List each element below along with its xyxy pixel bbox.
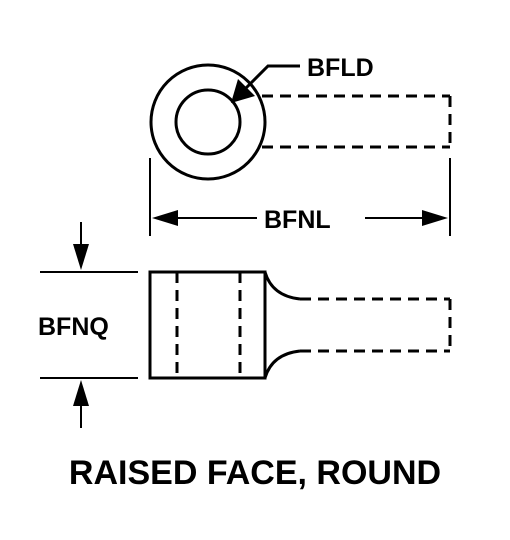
neck-fillet-bottom xyxy=(263,349,301,379)
bfld-label: BFLD xyxy=(307,54,374,82)
outer-face-circle xyxy=(149,63,267,181)
length-arrowhead-right xyxy=(422,210,448,226)
height-arrowhead-top xyxy=(73,244,89,270)
flange-body xyxy=(148,270,267,380)
bfnl-label: BFNL xyxy=(264,206,331,234)
side-view xyxy=(148,270,452,380)
bfld-arrowhead xyxy=(231,79,255,103)
diagram-title: RAISED FACE, ROUND xyxy=(69,454,441,492)
height-dimension: BFNQ xyxy=(38,222,138,428)
top-view: BFLD xyxy=(149,54,452,181)
inner-bore-circle xyxy=(174,88,242,156)
length-dimension: BFNL xyxy=(149,158,451,236)
height-arrowhead-bottom xyxy=(73,380,89,406)
bfnq-label: BFNQ xyxy=(38,313,109,341)
neck-fillet-top xyxy=(263,271,301,301)
length-arrowhead-left xyxy=(152,210,178,226)
bfld-leader xyxy=(231,64,300,103)
